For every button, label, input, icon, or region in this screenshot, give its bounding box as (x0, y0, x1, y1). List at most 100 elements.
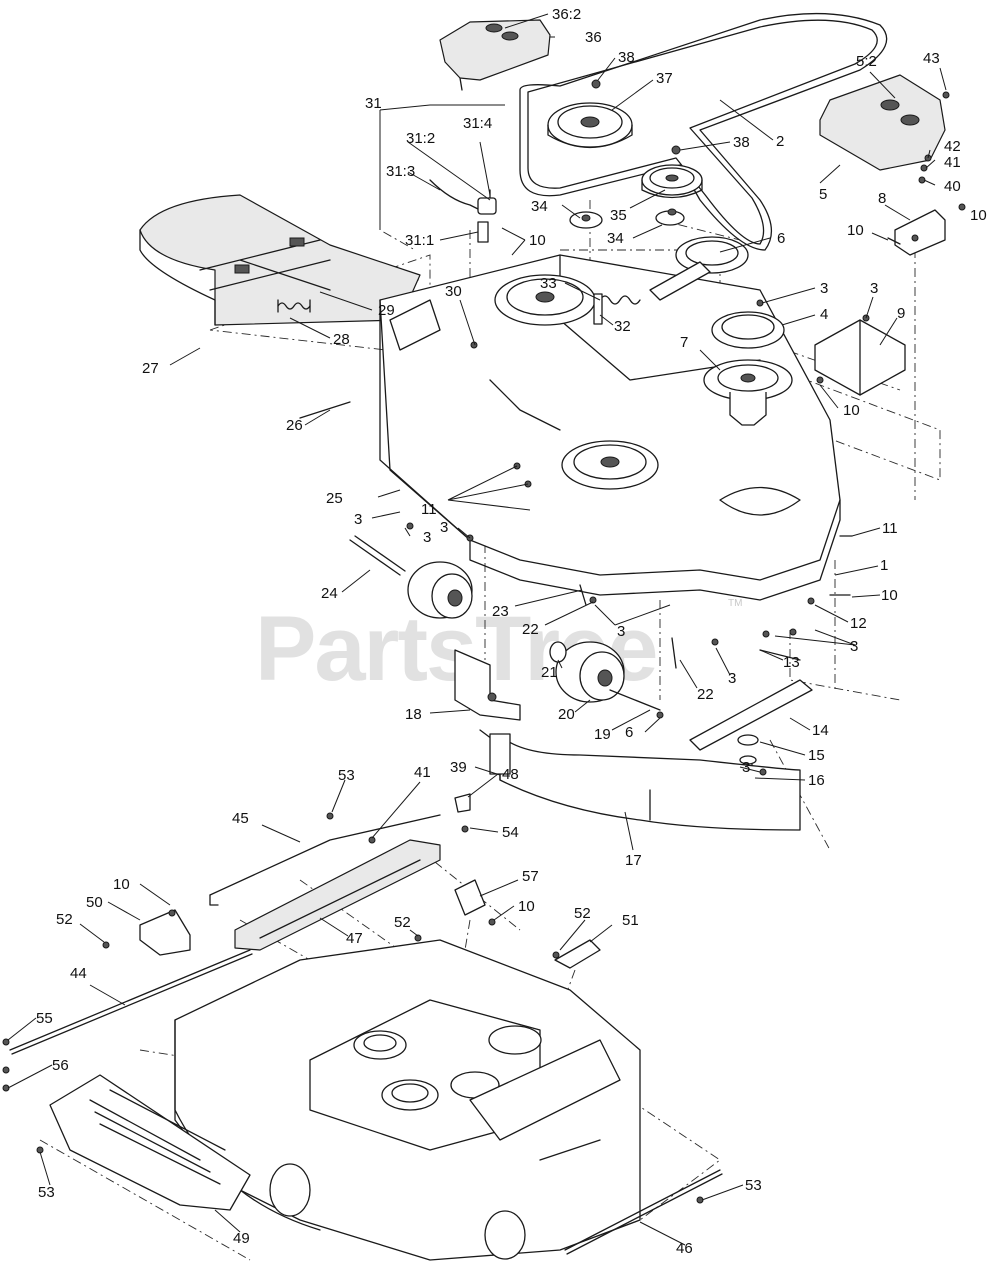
callout-52-a: 52 (394, 914, 411, 931)
callout-14: 14 (812, 722, 829, 739)
gauge-wheel-20 (549, 641, 661, 711)
callout-31-2: 31:2 (406, 130, 435, 147)
spring-28 (277, 299, 311, 313)
rear-skirt-17 (479, 729, 801, 831)
idler-arm-6 (593, 236, 749, 325)
rod-46 (564, 1169, 723, 1255)
gauge-wheel-24 (349, 535, 473, 619)
callout-10-f: 10 (518, 898, 535, 915)
callout-leaders (7, 13, 947, 1246)
rod-45 (209, 814, 441, 906)
callout-41: 41 (944, 154, 961, 171)
callout-16: 16 (808, 772, 825, 789)
callout-24: 24 (321, 585, 338, 602)
callout-41-b: 41 (414, 764, 431, 781)
mower-deck-housing (379, 254, 841, 601)
front-shield-27 (139, 194, 421, 326)
callout-29: 29 (378, 302, 395, 319)
callout-10-g: 10 (113, 876, 130, 893)
callout-35: 35 (610, 207, 627, 224)
callout-46: 46 (676, 1240, 693, 1257)
callout-7: 7 (680, 334, 688, 351)
callout-2: 2 (776, 133, 784, 150)
callout-53-b: 53 (38, 1184, 55, 1201)
callout-18: 18 (405, 706, 422, 723)
callout-50: 50 (86, 894, 103, 911)
callout-48: 48 (502, 766, 519, 783)
belt-cover-left (439, 19, 551, 91)
bracket-48 (454, 793, 471, 813)
washers-34-38 (569, 79, 685, 229)
callout-44: 44 (70, 965, 87, 982)
callout-26: 26 (286, 417, 303, 434)
callout-47: 47 (346, 930, 363, 947)
callout-3-i: 3 (742, 759, 750, 776)
callout-3-c: 3 (354, 511, 362, 528)
foot-plate-49 (49, 1074, 251, 1211)
callout-1: 1 (880, 557, 888, 574)
callout-6-b: 6 (625, 724, 633, 741)
side-bracket-18 (454, 649, 521, 721)
lower-hardware (2, 812, 704, 1204)
callout-56: 56 (52, 1057, 69, 1074)
callout-36: 36 (585, 29, 602, 46)
bracket-50 (139, 909, 191, 956)
callout-13: 13 (783, 654, 800, 671)
bracket-57 (454, 879, 496, 926)
callout-3-g: 3 (850, 638, 858, 655)
callout-17: 17 (625, 852, 642, 869)
idler-pulley-37 (547, 102, 633, 149)
callout-38b: 38 (733, 134, 750, 151)
callout-3-d: 3 (423, 529, 431, 546)
callout-42: 42 (944, 138, 961, 155)
callout-28: 28 (333, 331, 350, 348)
callout-22-b: 22 (697, 686, 714, 703)
callout-3-f: 3 (617, 623, 625, 640)
lower-deck-overview (174, 939, 641, 1261)
idler-pulley-35 (641, 164, 703, 199)
callout-31-3: 31:3 (386, 163, 415, 180)
callout-19: 19 (594, 726, 611, 743)
callout-37: 37 (656, 70, 673, 87)
callout-36-2: 36:2 (552, 6, 581, 23)
callout-30: 30 (445, 283, 462, 300)
callout-10-c: 10 (529, 232, 546, 249)
callout-10-b: 10 (847, 222, 864, 239)
callout-11-a: 11 (421, 501, 437, 518)
rod-44 (9, 949, 253, 1055)
callout-21: 21 (541, 664, 558, 681)
callout-5-2: 5:2 (856, 53, 877, 70)
callout-3-h: 3 (728, 670, 736, 687)
bracket-9 (814, 314, 906, 396)
callout-40: 40 (944, 178, 961, 195)
callout-10-e: 10 (881, 587, 898, 604)
callout-51: 51 (622, 912, 639, 929)
callout-3-b: 3 (870, 280, 878, 297)
callout-10-d: 10 (843, 402, 860, 419)
switch-assembly-31 (379, 104, 505, 243)
callout-3-a: 3 (820, 280, 828, 297)
callout-31: 31 (365, 95, 382, 112)
spindle-assembly-4-7 (703, 311, 793, 426)
callout-5: 5 (819, 186, 827, 203)
deck-spindle-pulleys (494, 274, 659, 490)
deck-hardware (299, 299, 853, 776)
callout-43: 43 (923, 50, 940, 67)
callout-45: 45 (232, 810, 249, 827)
callout-57: 57 (522, 868, 539, 885)
cover-47 (234, 839, 441, 951)
callout-39: 39 (450, 759, 467, 776)
callout-52-c: 52 (56, 911, 73, 928)
bracket-51 (554, 939, 601, 969)
callout-22-a: 22 (522, 621, 539, 638)
callout-53-a: 53 (338, 767, 355, 784)
callout-54: 54 (502, 824, 519, 841)
callout-25: 25 (326, 490, 343, 507)
callout-12: 12 (850, 615, 867, 632)
callout-32: 32 (614, 318, 631, 335)
callout-52-b: 52 (574, 905, 591, 922)
callout-11-b: 11 (882, 520, 898, 537)
callout-9: 9 (897, 305, 905, 322)
callout-6-a: 6 (777, 230, 785, 247)
